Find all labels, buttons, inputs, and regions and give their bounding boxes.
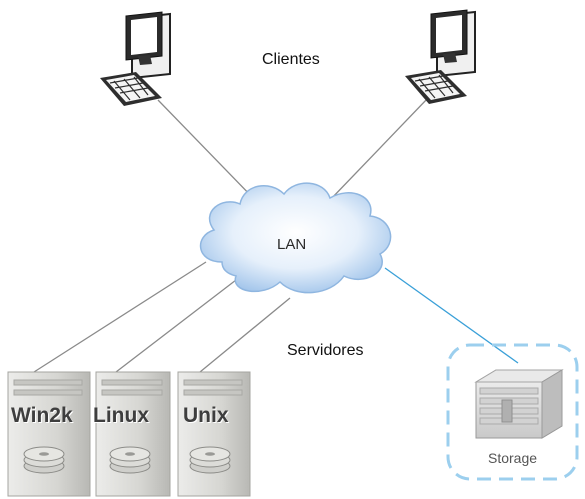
server-unix-icon — [177, 371, 251, 497]
clients-label: Clientes — [262, 51, 320, 68]
storage-dashed-border — [446, 343, 579, 481]
storage-device-icon — [474, 369, 564, 439]
storage-label: Storage — [488, 450, 538, 466]
link-storage — [384, 267, 519, 364]
link-unix — [199, 297, 291, 373]
server-name-linux: Linux — [93, 404, 149, 427]
server-name-win2k: Win2k — [11, 404, 73, 427]
link-client-left — [157, 99, 259, 204]
client-computer-left-icon — [100, 11, 171, 106]
server-name-unix: Unix — [183, 404, 229, 427]
links — [33, 97, 519, 373]
link-client-right — [329, 97, 429, 201]
link-linux — [115, 279, 237, 373]
server-linux-icon — [95, 371, 171, 497]
server-win2k-icon — [7, 371, 91, 497]
client-computer-right-icon — [405, 9, 476, 104]
link-win2k — [33, 261, 207, 373]
storage-group — [446, 343, 579, 481]
servers-label: Servidores — [287, 342, 364, 359]
lan-label: LAN — [277, 236, 307, 253]
lan-cloud-icon — [199, 182, 392, 294]
